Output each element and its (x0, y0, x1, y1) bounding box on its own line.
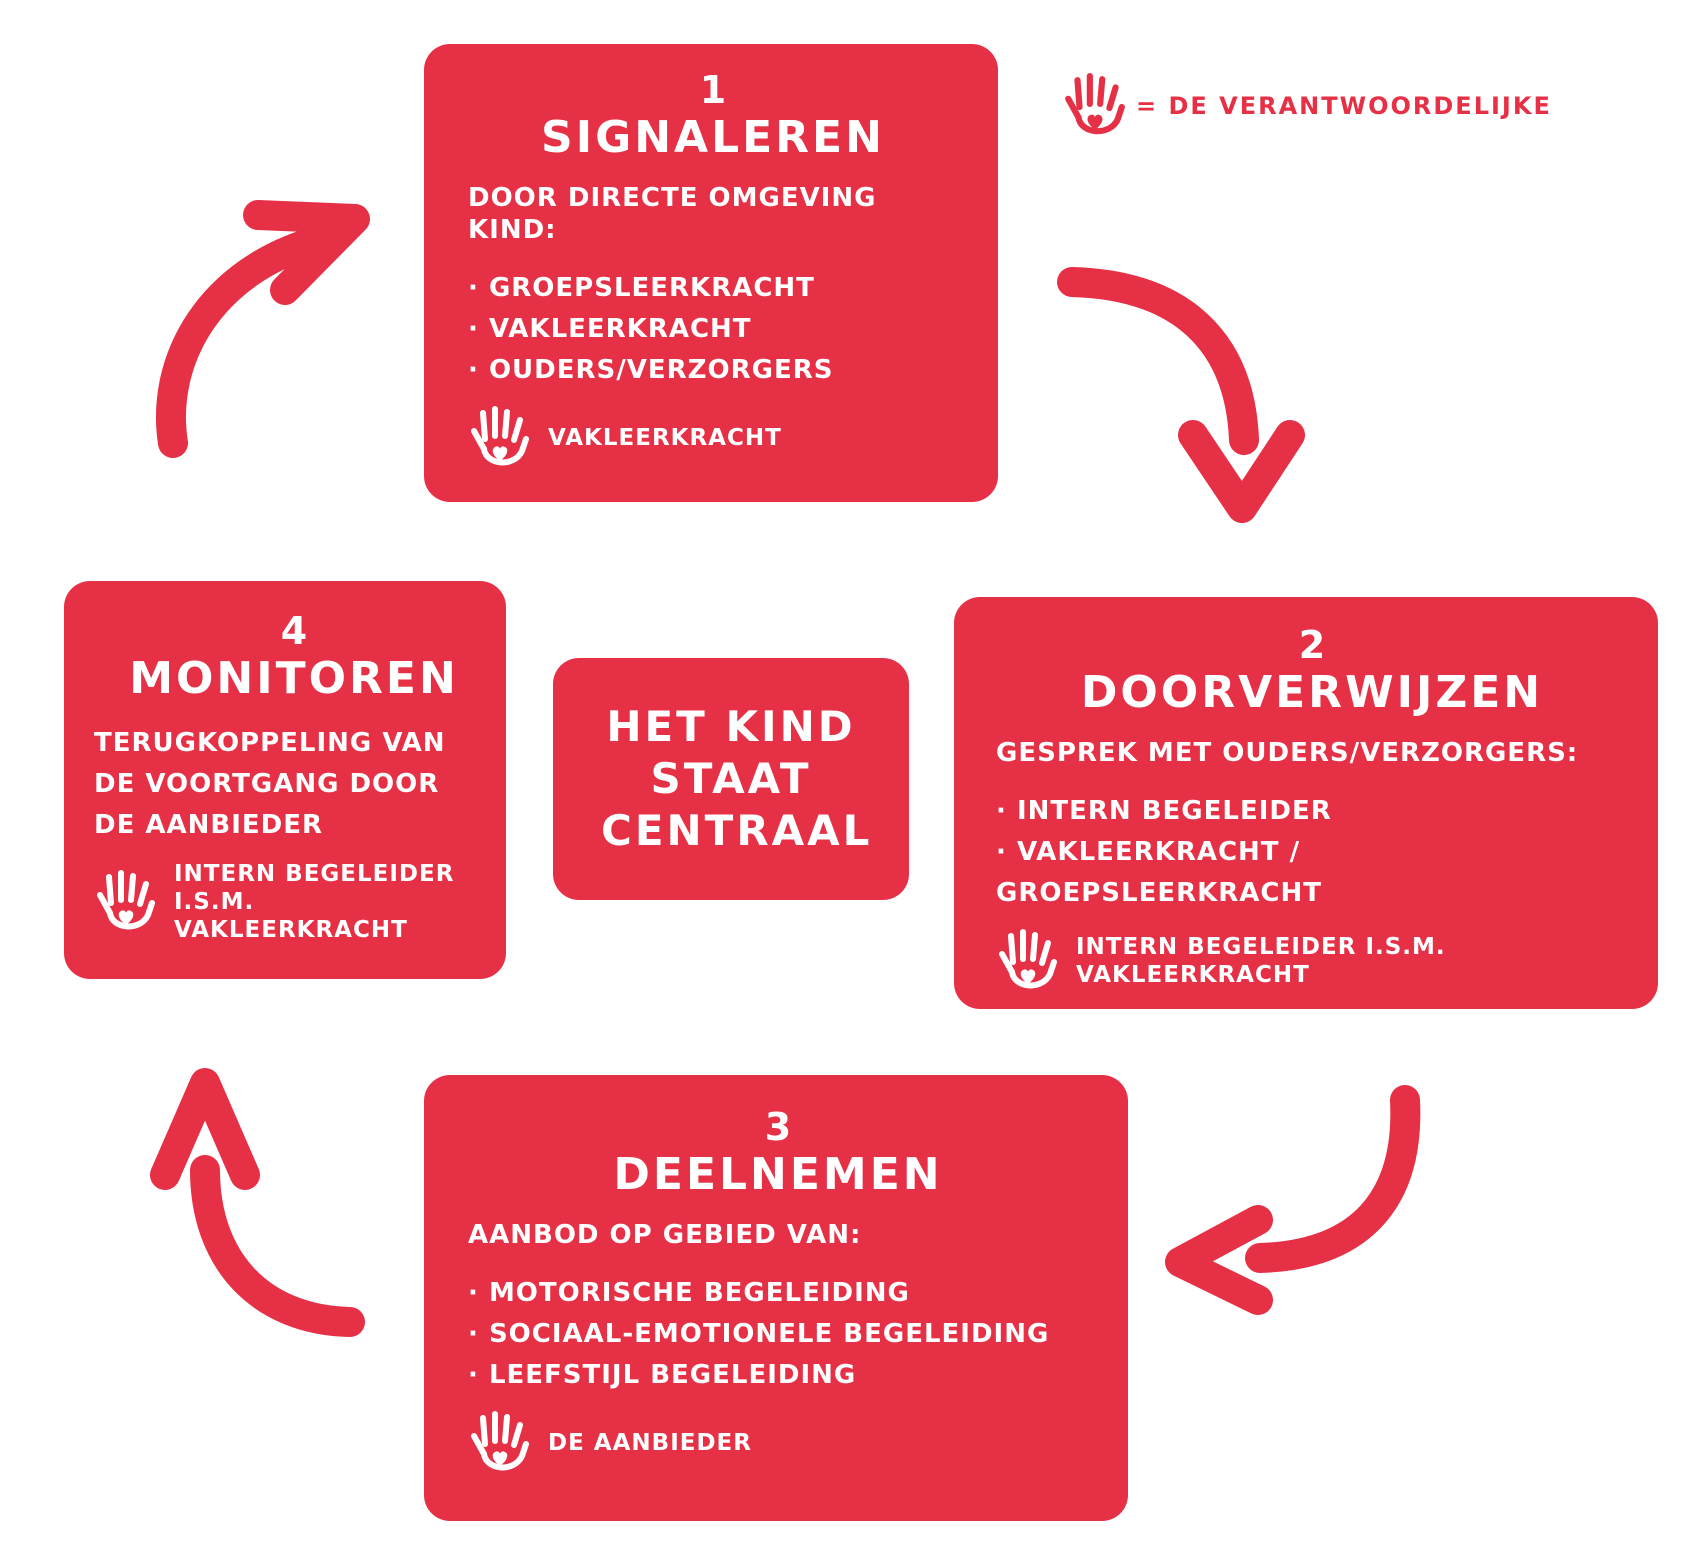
responsible: INTERN BEGELEIDER I.S.M. VAKLEERKRACHT (94, 860, 494, 944)
list-item: GROEPSLEERKRACHT (468, 268, 958, 309)
responsible: VAKLEERKRACHT (468, 405, 958, 471)
list-item: LEEFSTIJL BEGELEIDING (468, 1355, 1088, 1396)
center-text: HET KIND STAAT CENTRAAL (601, 702, 873, 855)
step-title: SIGNALEREN (541, 112, 885, 163)
step-title: MONITOREN (129, 653, 459, 704)
responsible-label: DE AANBIEDER (548, 1430, 752, 1456)
list-item: SOCIAAL-EMOTIONELE BEGELEIDING (468, 1314, 1088, 1355)
legend-text: = DE VERANTWOORDELIJKE (1136, 92, 1552, 120)
list-item: VAKLEERKRACHT / GROEPSLEERKRACHT (996, 832, 1628, 914)
arrow-1-to-2 (1057, 267, 1305, 523)
hand-heart-icon (1062, 72, 1128, 140)
step-items: GROEPSLEERKRACHT VAKLEERKRACHT OUDERS/VE… (468, 268, 958, 391)
step-items: MOTORISCHE BEGELEIDING SOCIAAL-EMOTIONEL… (468, 1273, 1088, 1396)
step-intro: DOOR DIRECTE OMGEVING KIND: (468, 183, 877, 245)
arrow-4-to-1 (156, 200, 370, 458)
step-2-box: 2 DOORVERWIJZEN GESPREK MET OUDERS/VERZO… (954, 597, 1658, 1009)
list-item: VAKLEERKRACHT (468, 309, 958, 350)
center-box: HET KIND STAAT CENTRAAL (553, 658, 909, 900)
responsible: INTERN BEGELEIDER I.S.M. VAKLEERKRACHT (996, 928, 1628, 994)
hand-heart-icon (94, 869, 158, 935)
arrow-3-to-4 (150, 1068, 365, 1337)
responsible-label: VAKLEERKRACHT (548, 425, 782, 451)
hand-heart-icon (468, 405, 532, 471)
responsible: DE AANBIEDER (468, 1410, 1088, 1476)
step-number: 3 (764, 1105, 792, 1149)
step-intro: AANBOD OP GEBIED VAN: (468, 1220, 862, 1250)
step-title: DEELNEMEN (613, 1149, 943, 1200)
hand-heart-icon (996, 928, 1060, 994)
step-intro: GESPREK MET OUDERS/VERZORGERS: (996, 738, 1579, 768)
hand-heart-icon (468, 1410, 532, 1476)
step-number: 2 (1298, 623, 1326, 667)
step-3-box: 3 DEELNEMEN AANBOD OP GEBIED VAN: MOTORI… (424, 1075, 1128, 1521)
legend: = DE VERANTWOORDELIJKE (1062, 72, 1552, 140)
step-number: 4 (280, 609, 308, 653)
step-intro: TERUGKOPPELING VAN DE VOORTGANG DOOR DE … (94, 728, 446, 840)
step-number: 1 (699, 68, 727, 112)
step-items: INTERN BEGELEIDER VAKLEERKRACHT / GROEPS… (996, 791, 1628, 914)
arrow-2-to-3 (1165, 1085, 1421, 1315)
step-1-box: 1 SIGNALEREN DOOR DIRECTE OMGEVING KIND:… (424, 44, 998, 502)
responsible-label: INTERN BEGELEIDER I.S.M. VAKLEERKRACHT (174, 861, 455, 943)
list-item: INTERN BEGELEIDER (996, 791, 1628, 832)
list-item: MOTORISCHE BEGELEIDING (468, 1273, 1088, 1314)
responsible-label: INTERN BEGELEIDER I.S.M. VAKLEERKRACHT (1076, 934, 1446, 988)
list-item: OUDERS/VERZORGERS (468, 350, 958, 391)
step-4-box: 4 MONITOREN TERUGKOPPELING VAN DE VOORTG… (64, 581, 506, 979)
step-title: DOORVERWIJZEN (1080, 667, 1544, 718)
